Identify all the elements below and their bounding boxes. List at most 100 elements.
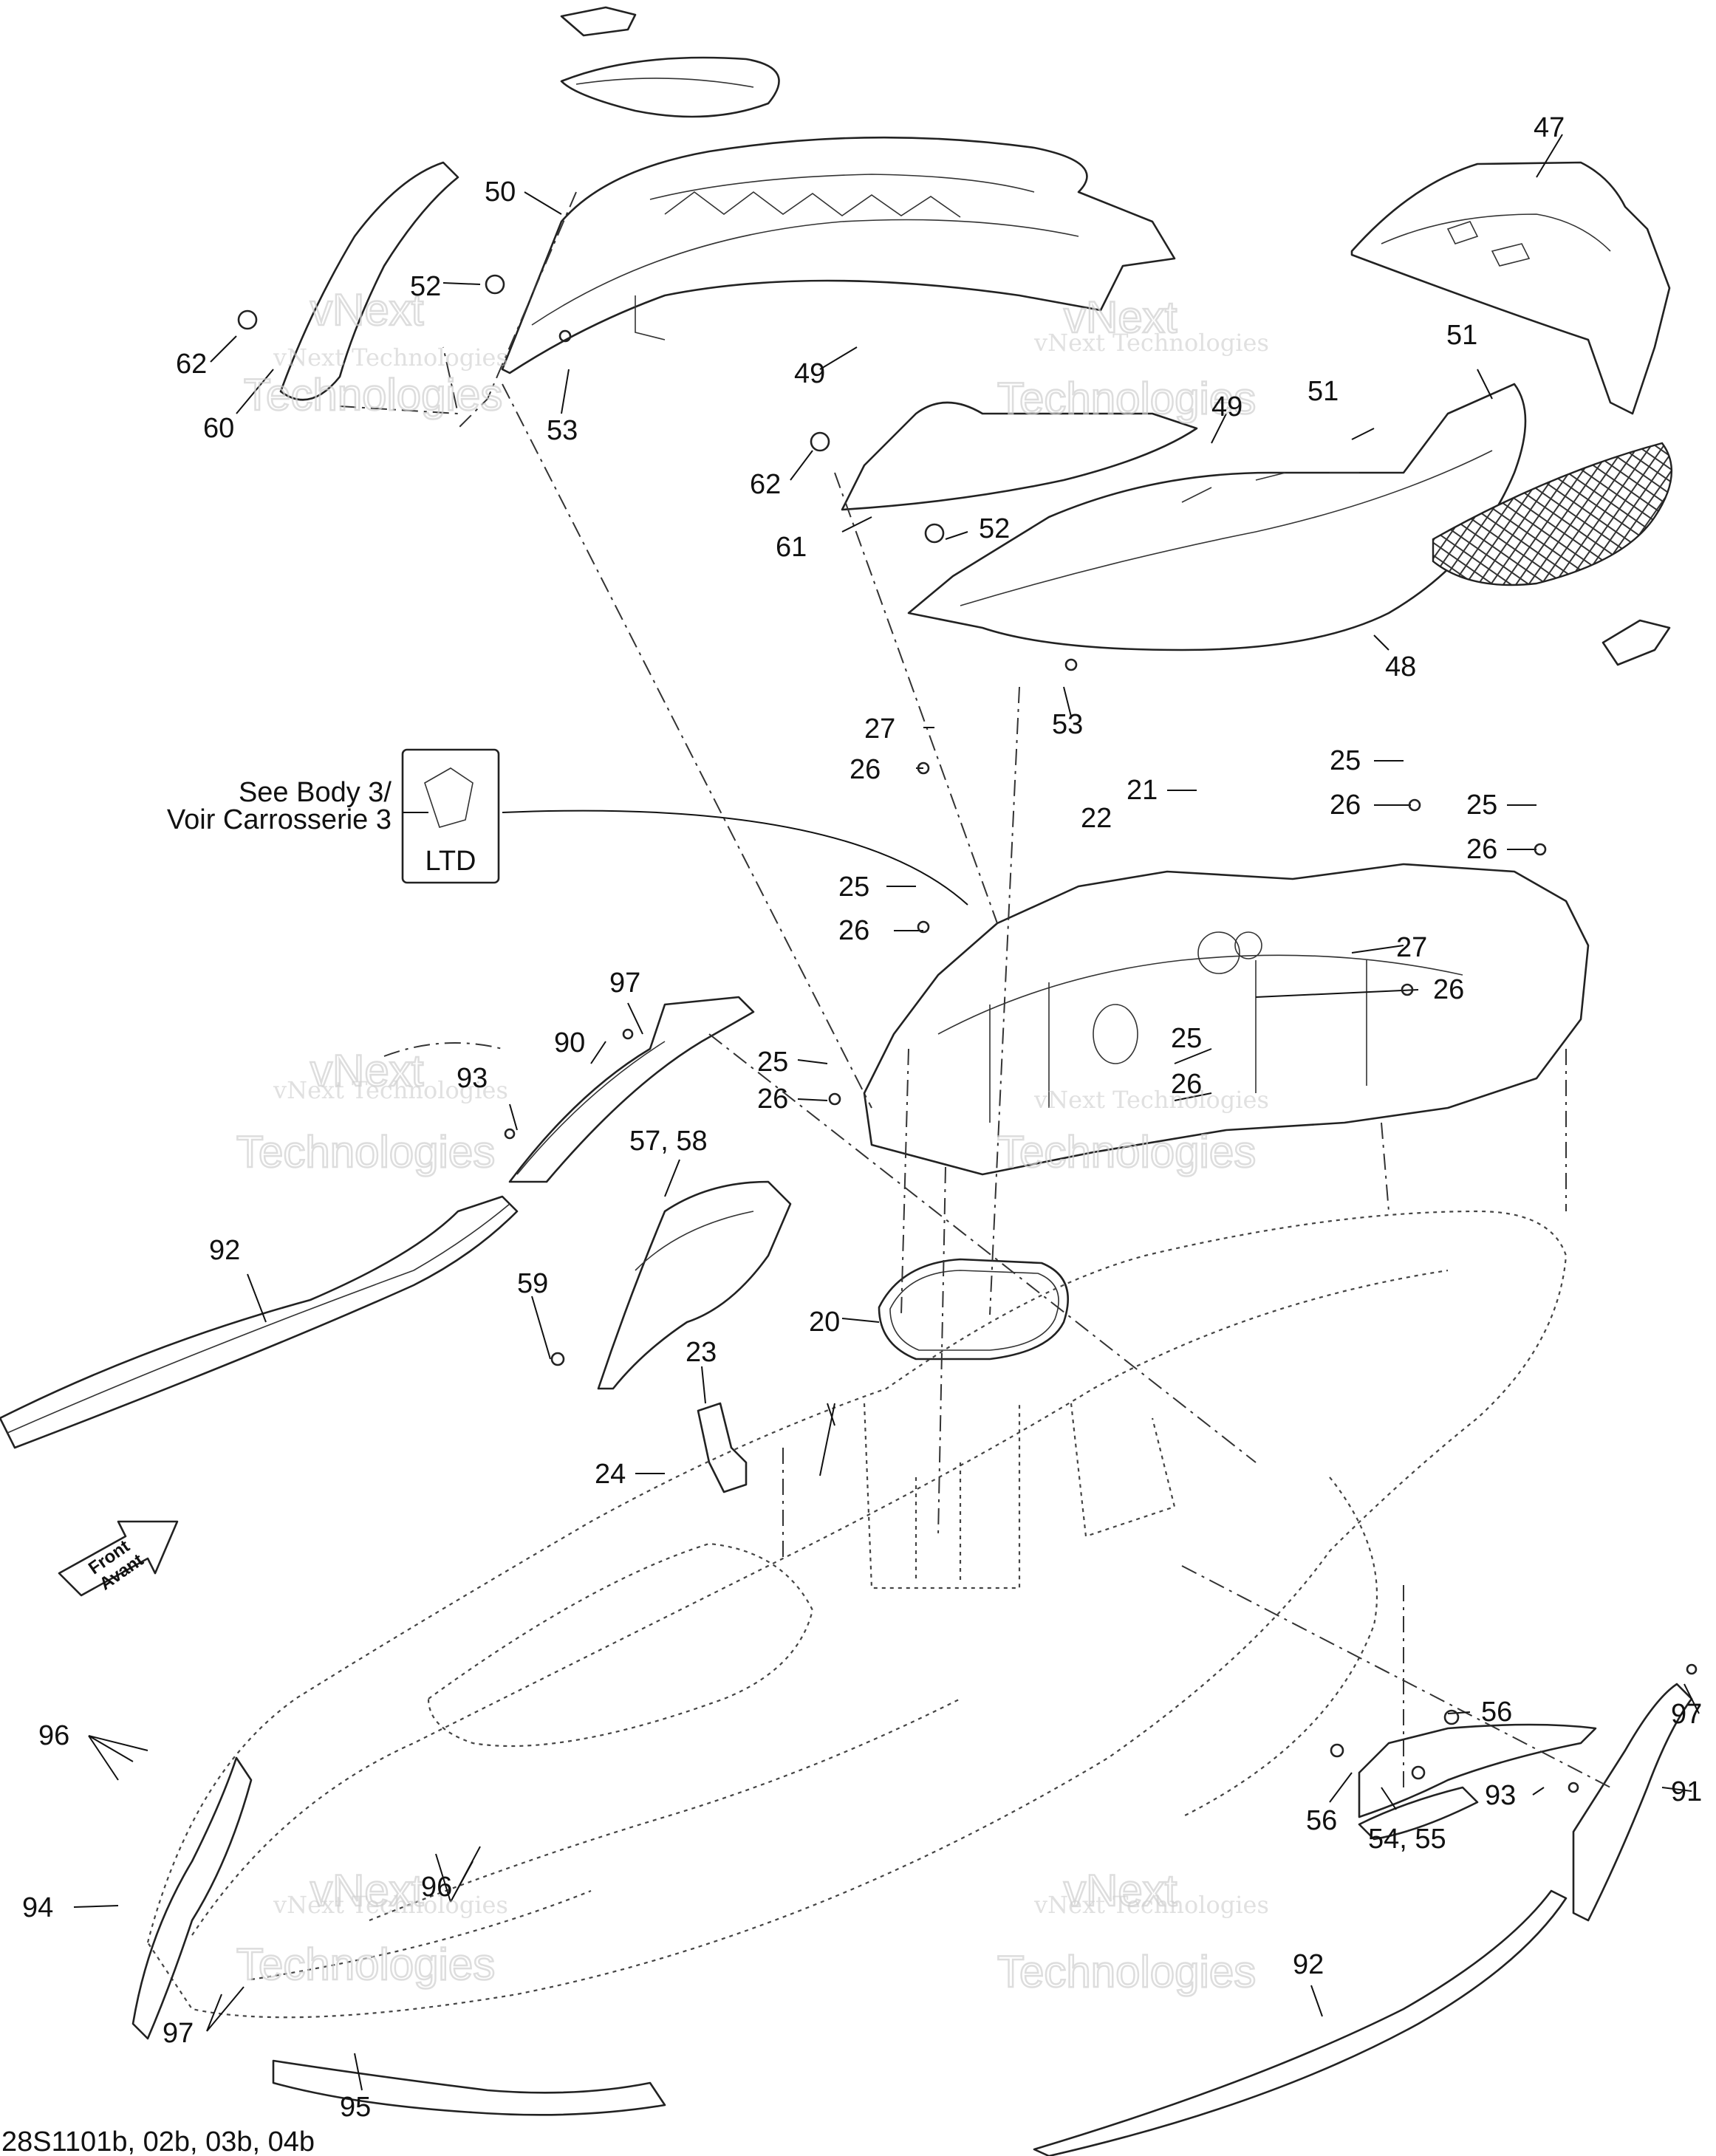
callout-97: 97 xyxy=(609,968,640,999)
part-drawings xyxy=(0,6,1693,2156)
callout-26: 26 xyxy=(1330,790,1361,821)
grille-clip xyxy=(1602,619,1671,666)
fasteners xyxy=(237,274,1698,1793)
rub-rail-right-92 xyxy=(1033,1889,1568,2156)
stern-panel-94 xyxy=(131,1756,253,2040)
callout-97: 97 xyxy=(1671,1699,1702,1730)
callout-27: 27 xyxy=(864,713,895,745)
watermark-text: vNext Technologies xyxy=(273,1076,508,1104)
callout-20: 20 xyxy=(809,1307,840,1338)
callout-59: 59 xyxy=(517,1268,548,1299)
callout-96: 96 xyxy=(421,1872,452,1903)
callout-52: 52 xyxy=(410,271,441,302)
callout-56: 56 xyxy=(1306,1805,1337,1836)
front-grille xyxy=(1432,442,1673,586)
watermark-text: vNext Technologies xyxy=(1033,1086,1269,1114)
side-vent-5758 xyxy=(597,1180,792,1390)
callout-62: 62 xyxy=(750,469,781,500)
side-panel-61 xyxy=(841,401,1198,511)
top-clip-part xyxy=(560,6,637,37)
callout-26: 26 xyxy=(757,1084,788,1115)
watermark-outline: Technologies xyxy=(997,1127,1256,1177)
stern-plate-95 xyxy=(272,2059,666,2116)
watermark-outline: vNext xyxy=(1064,292,1177,342)
callout-94: 94 xyxy=(22,1892,53,1923)
callout-25: 25 xyxy=(1330,745,1361,776)
callout-92: 92 xyxy=(1293,1949,1324,1980)
callout-25: 25 xyxy=(1171,1023,1202,1054)
watermark-outline: Technologies xyxy=(236,1940,495,1989)
side-vent-5455 xyxy=(1358,1723,1597,1818)
callout-47: 47 xyxy=(1534,112,1565,143)
watermark-outline: Technologies xyxy=(997,1947,1256,1996)
watermark-text: vNext Technologies xyxy=(273,1891,508,1919)
callout-91: 91 xyxy=(1671,1776,1702,1807)
leader-lines xyxy=(73,134,1700,2091)
hull-body-outline xyxy=(146,1210,1568,2019)
storage-tub-22 xyxy=(863,863,1590,1176)
reference-note-line1: See Body 3/ xyxy=(239,777,392,808)
callout-25: 25 xyxy=(757,1047,788,1078)
trim-strip-90 xyxy=(508,996,755,1183)
callout-96: 96 xyxy=(38,1720,69,1751)
callout-90: 90 xyxy=(554,1027,585,1058)
callout-25: 25 xyxy=(838,872,869,903)
callout-21: 21 xyxy=(1127,775,1158,806)
watermark-outline: Technologies xyxy=(244,370,502,420)
watermark-outline: Technologies xyxy=(997,374,1256,423)
seal-ring-20 xyxy=(878,1258,1070,1361)
callout-27: 27 xyxy=(1396,932,1427,963)
top-cover-panel xyxy=(560,56,780,118)
callout-25: 25 xyxy=(1466,790,1497,821)
watermark-text: vNext Technologies xyxy=(273,343,508,372)
callout-54-55: 54, 55 xyxy=(1368,1824,1446,1855)
upper-deck-frame-50 xyxy=(501,136,1176,374)
side-trim-60 xyxy=(279,161,459,401)
callout-26: 26 xyxy=(850,754,881,785)
callout-51: 51 xyxy=(1307,376,1339,407)
figure-code: 28S1101b, 02b, 03b, 04b xyxy=(1,2126,315,2156)
callout-60: 60 xyxy=(203,413,234,444)
callout-53: 53 xyxy=(547,415,578,446)
watermark-outline: vNext xyxy=(1064,1866,1177,1915)
callout-93: 93 xyxy=(1485,1780,1516,1811)
callout-49: 49 xyxy=(1211,391,1242,422)
watermark-outline: Technologies xyxy=(236,1127,495,1177)
watermark-outline: vNext xyxy=(310,285,424,335)
callout-97: 97 xyxy=(163,2018,194,2049)
front-arrow-symbol xyxy=(58,1520,179,1597)
callout-57-58: 57, 58 xyxy=(629,1126,708,1157)
callout-52: 52 xyxy=(979,513,1010,544)
callout-56: 56 xyxy=(1481,1697,1512,1728)
callout-62: 62 xyxy=(176,349,207,380)
callout-22: 22 xyxy=(1081,803,1112,834)
callout-61: 61 xyxy=(776,532,807,563)
front-arrow-text: Front Avant xyxy=(85,1536,147,1595)
watermark-text: vNext Technologies xyxy=(1033,329,1269,357)
callout-23: 23 xyxy=(686,1337,717,1368)
ltd-reference-box xyxy=(401,748,500,884)
reference-note-line2: Voir Carrosserie 3 xyxy=(167,804,392,835)
callout-24: 24 xyxy=(595,1459,626,1490)
watermarks: vNext Technologies Technologies vNext vN… xyxy=(236,284,1269,1998)
callout-53: 53 xyxy=(1052,709,1083,740)
bracket-23 xyxy=(697,1402,748,1493)
callout-26: 26 xyxy=(1466,834,1497,865)
callout-26: 26 xyxy=(1171,1069,1202,1100)
callout-48: 48 xyxy=(1385,651,1416,682)
callout-92: 92 xyxy=(209,1235,240,1266)
side-trim-91 xyxy=(1572,1683,1693,1922)
ltd-label: LTD xyxy=(425,846,476,877)
callout-95: 95 xyxy=(340,2092,371,2123)
callout-50: 50 xyxy=(485,177,516,208)
watermark-outline: vNext xyxy=(310,1866,424,1915)
callout-51: 51 xyxy=(1446,320,1477,351)
assembly-lines xyxy=(339,191,1611,1788)
callout-26: 26 xyxy=(838,915,869,946)
callout-labels: 47 50 52 62 60 53 49 51 49 51 62 61 52 4… xyxy=(22,112,1702,2123)
callout-26: 26 xyxy=(1433,974,1464,1005)
callout-49: 49 xyxy=(794,358,825,389)
watermark-outline: vNext xyxy=(310,1046,424,1095)
rub-rail-left-92 xyxy=(0,1195,519,1449)
